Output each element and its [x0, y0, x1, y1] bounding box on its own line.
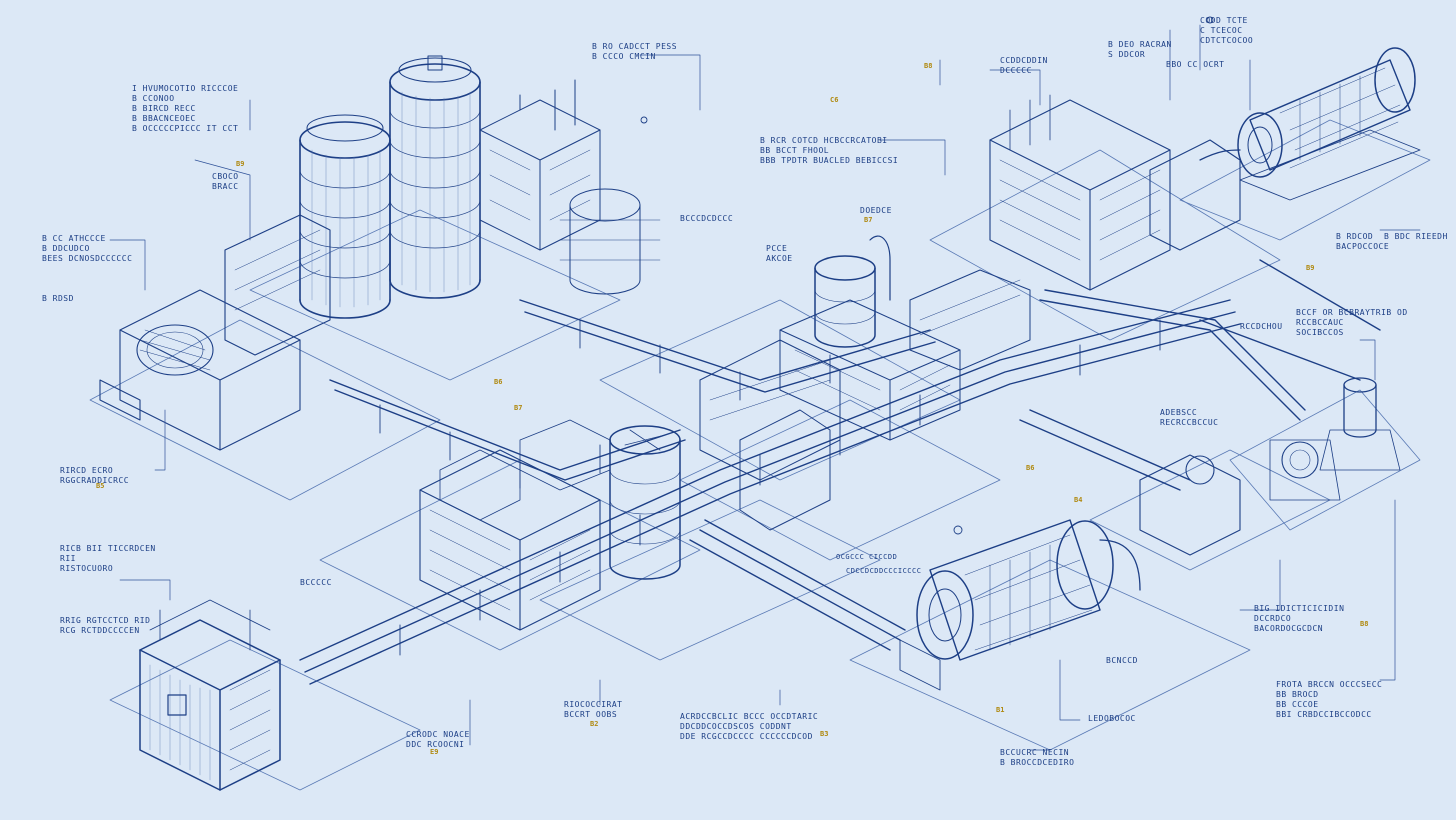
yellow-tag: B6 — [1026, 464, 1035, 472]
callout-label: B BDC RIEEDH — [1384, 232, 1448, 241]
marker-circles — [640, 16, 1214, 535]
yellow-tag: B8 — [1360, 620, 1369, 628]
yellow-tag: B5 — [96, 482, 105, 490]
yellow-tag: B9 — [1306, 264, 1315, 272]
leader-lines — [109, 24, 1421, 751]
silo-left — [299, 114, 391, 319]
callout-label: BBO CC OCRT — [1166, 60, 1225, 69]
pipe-racks — [299, 259, 1381, 685]
callout-label: DOEDCE — [860, 206, 892, 215]
yellow-tag: B4 — [1074, 496, 1083, 504]
callout-label: LEDOBOCOC — [1088, 714, 1136, 723]
vessel-lower-center — [609, 339, 841, 580]
callout-label: RCCDCHOU — [1240, 322, 1283, 331]
processing-block-lower — [419, 419, 611, 631]
yellow-tag: B1 — [996, 706, 1005, 714]
yellow-tag: B7 — [514, 404, 523, 412]
callout-label: B RDSD — [42, 294, 74, 303]
reactor-center — [779, 235, 1031, 441]
callout-label: CDCCDCDDCCCICCCC — [846, 567, 922, 575]
processing-module-right — [989, 94, 1241, 291]
turbine-upper-right — [1199, 47, 1421, 201]
rack-supports — [379, 319, 1161, 656]
yellow-tag: B9 — [236, 160, 245, 168]
small-vessel-far-right — [1319, 377, 1401, 471]
yellow-tag: B2 — [590, 720, 599, 728]
callout-label: BCNCCD — [1106, 656, 1138, 665]
callout-label: BCCCCC — [300, 578, 332, 587]
yellow-tag: B3 — [820, 730, 829, 738]
generator-lower-right — [899, 519, 1141, 691]
silo-center — [389, 55, 481, 299]
yellow-tag: E9 — [430, 748, 439, 756]
tower-lower-left — [139, 599, 281, 791]
compressor-left — [99, 214, 331, 451]
yellow-tag: C6 — [830, 96, 839, 104]
callout-label: OCGCCC CICCDD — [836, 553, 898, 561]
yellow-tag: B7 — [864, 216, 873, 224]
yellow-tag: B8 — [924, 62, 933, 70]
pump-right — [1139, 439, 1341, 556]
process-skid-upper — [479, 79, 661, 295]
yellow-tag: B6 — [494, 378, 503, 386]
callout-label: BCCCDCDCCC — [680, 214, 734, 223]
